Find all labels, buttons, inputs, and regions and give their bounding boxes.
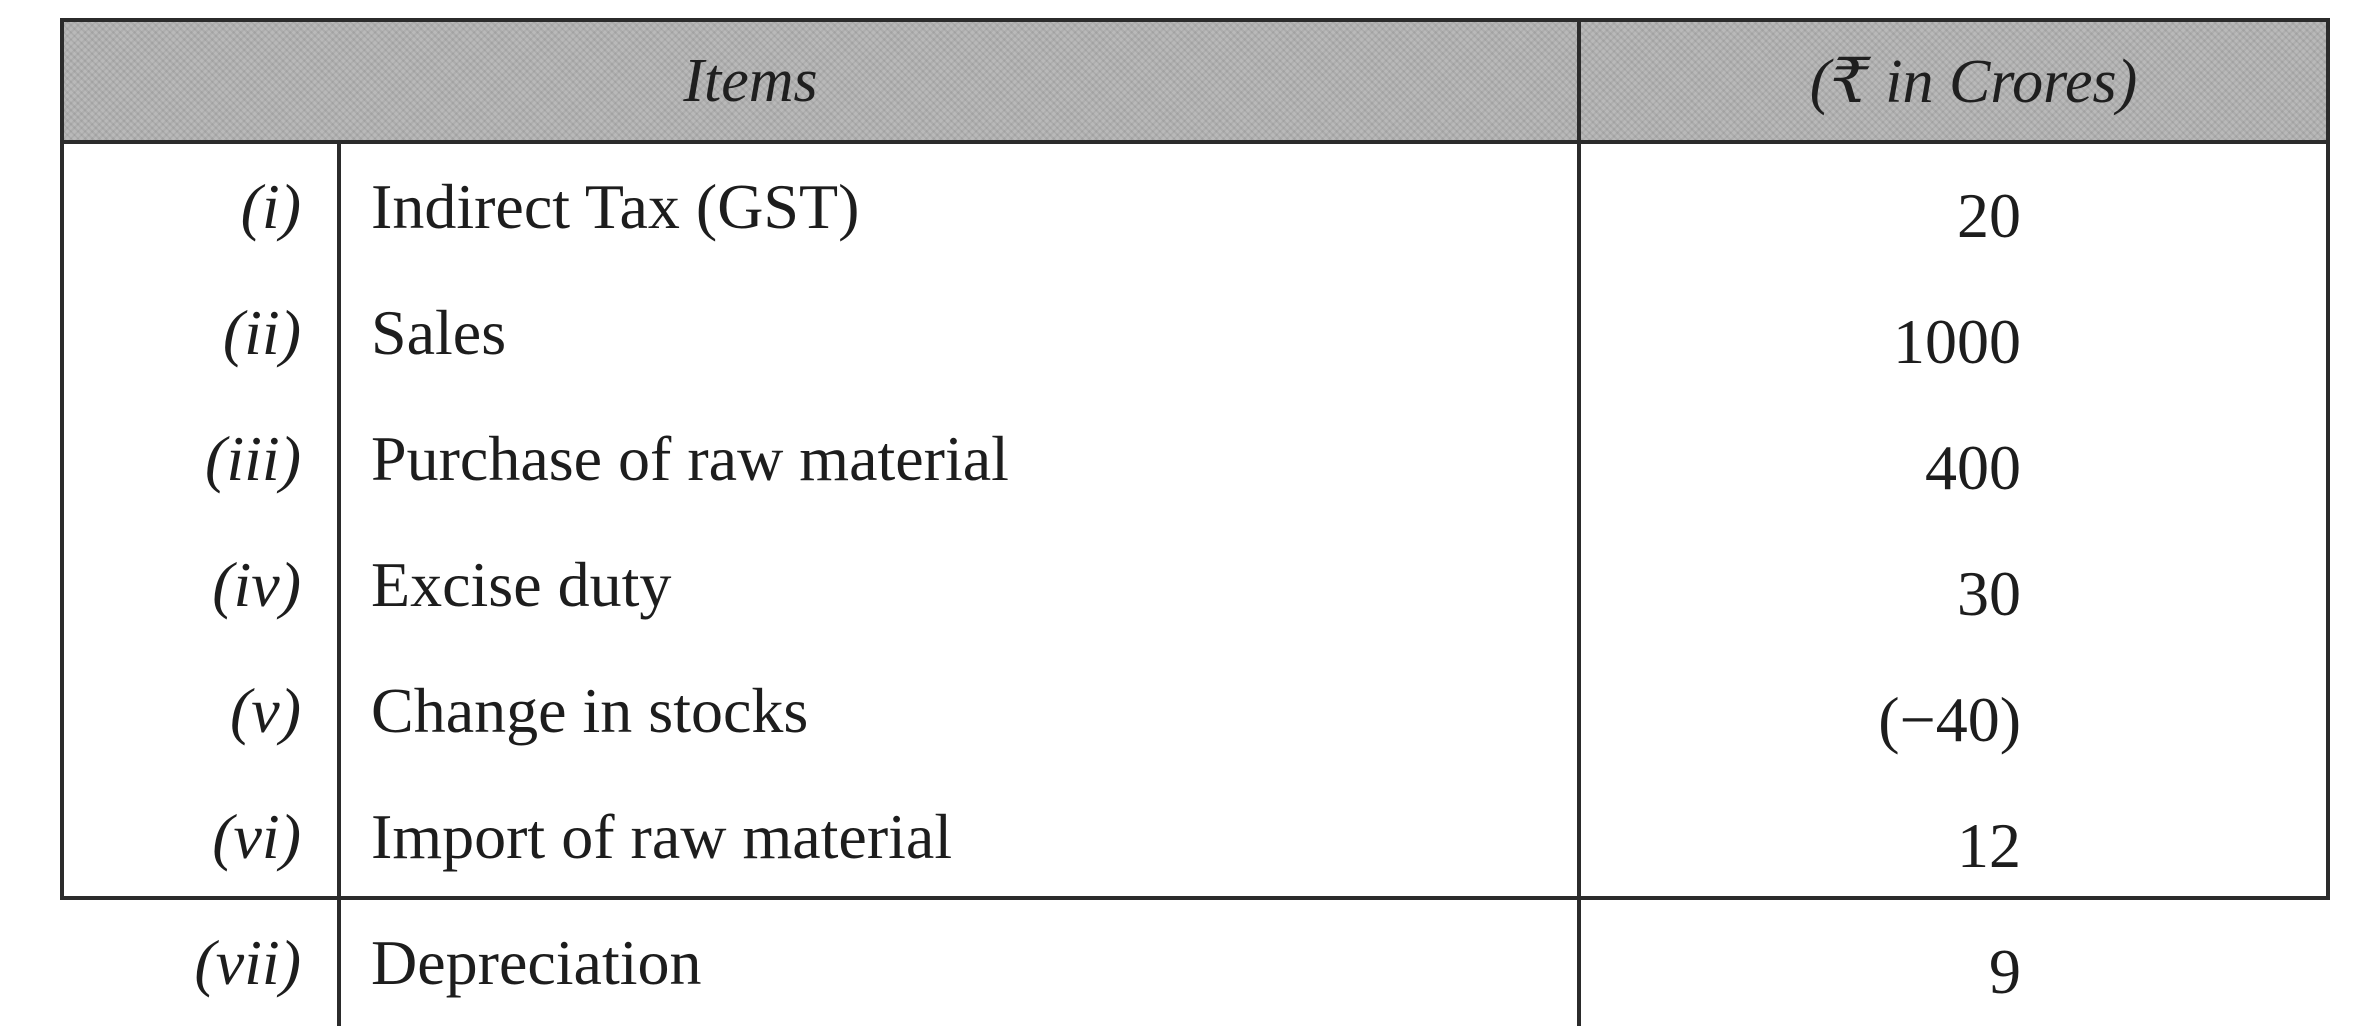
row-item: Indirect Tax (GST) (371, 171, 860, 242)
row-number: (vii) (64, 900, 341, 1026)
row-value: 30 (1577, 522, 2326, 648)
row-item: Change in stocks (371, 675, 809, 746)
row-number: (iii) (64, 396, 341, 522)
table-row: (vii) Depreciation 9 (64, 900, 2326, 1026)
table-header: Items (₹ in Crores) (64, 22, 2326, 144)
row-value: 9 (1577, 900, 2326, 1026)
items-table: Items (₹ in Crores) (i) Indirect Tax (GS… (64, 22, 2326, 1026)
row-number: (i) (64, 142, 341, 270)
table-row: (ii) Sales 1000 (64, 270, 2326, 396)
table-row: (vi) Import of raw material 12 (64, 774, 2326, 900)
row-value: 1000 (1577, 270, 2326, 396)
table-row: (i) Indirect Tax (GST) 20 (64, 142, 2326, 270)
table-row: (iii) Purchase of raw material 400 (64, 396, 2326, 522)
row-value: 12 (1577, 774, 2326, 900)
items-table-frame: Items (₹ in Crores) (i) Indirect Tax (GS… (60, 18, 2330, 1026)
row-number: (v) (64, 648, 341, 774)
row-value: (−40) (1577, 648, 2326, 774)
row-number: (ii) (64, 270, 341, 396)
row-value: 20 (1577, 142, 2326, 270)
row-item: Excise duty (371, 549, 672, 620)
row-item: Sales (371, 297, 507, 368)
row-item: Import of raw material (371, 801, 953, 872)
row-item: Purchase of raw material (371, 423, 1009, 494)
row-value: 400 (1577, 396, 2326, 522)
row-number: (iv) (64, 522, 341, 648)
row-item: Depreciation (371, 927, 702, 998)
table-row: (iv) Excise duty 30 (64, 522, 2326, 648)
header-row: Items (₹ in Crores) (64, 22, 2326, 144)
table-row: (v) Change in stocks (−40) (64, 648, 2326, 774)
items-column-header: Items (64, 22, 1580, 144)
row-number: (vi) (64, 774, 341, 900)
document-page: Items (₹ in Crores) (i) Indirect Tax (GS… (60, 18, 2330, 1026)
table-body: (i) Indirect Tax (GST) 20 (ii) Sales 100… (64, 142, 2326, 1026)
value-column-header: (₹ in Crores) (1577, 22, 2326, 144)
